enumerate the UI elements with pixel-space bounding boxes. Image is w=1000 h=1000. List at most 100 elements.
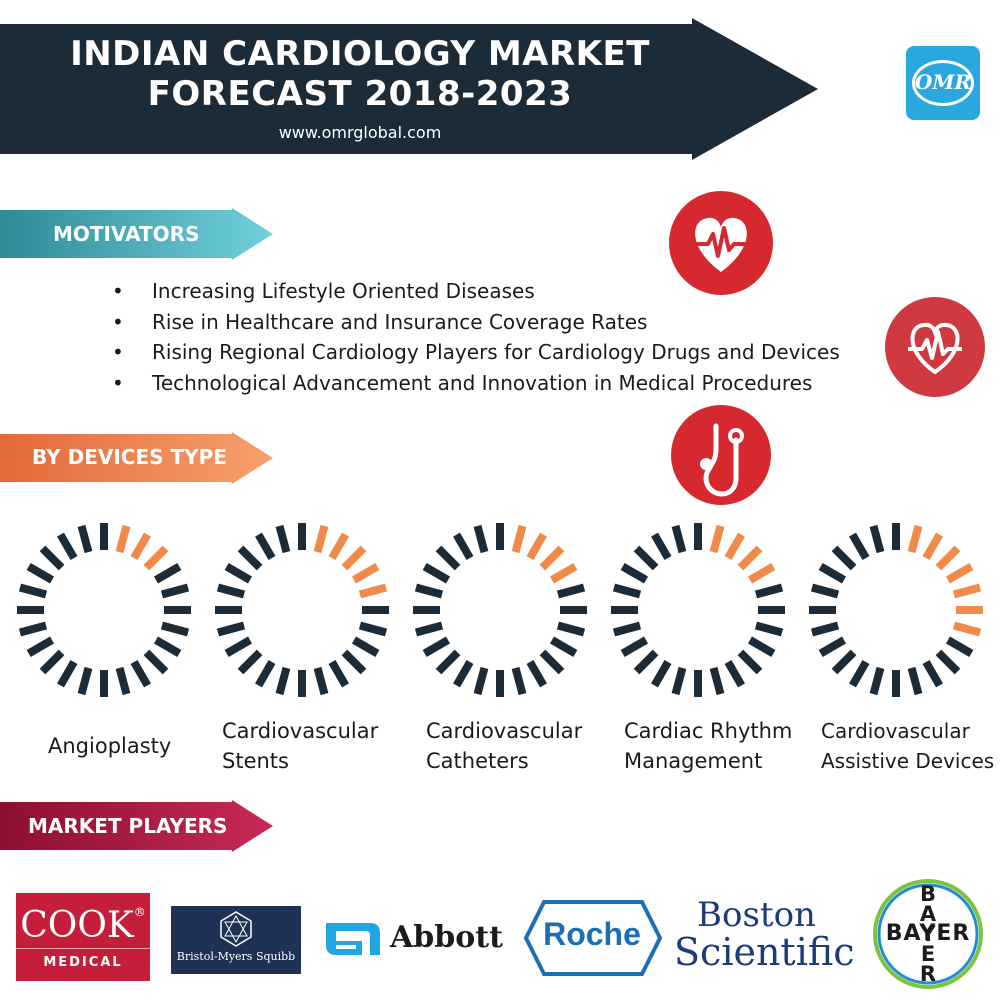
bayer-vertical-letters: BAYER xyxy=(919,882,937,986)
title-line-1: INDIAN CARDIOLOGY MARKET xyxy=(70,34,650,74)
ring-segment xyxy=(224,563,253,584)
ring-segment xyxy=(526,659,547,688)
ring-segment xyxy=(26,636,55,657)
ring-segment xyxy=(869,666,885,696)
abbott-icon xyxy=(322,917,384,965)
ring-segment xyxy=(818,636,847,657)
ring-segment xyxy=(275,524,291,554)
bayer-horizontal-text: BAYER xyxy=(885,921,971,946)
ring-segment xyxy=(453,532,474,561)
ring-segment xyxy=(255,659,276,688)
omr-logo-ring xyxy=(912,60,974,106)
boston-logo-line2: Scientific xyxy=(674,930,855,974)
list-item: • Rising Regional Cardiology Players for … xyxy=(112,337,840,368)
bayer-cross-logo xyxy=(872,878,984,994)
bullet: • xyxy=(112,340,124,364)
ring-segment xyxy=(709,666,725,696)
ring-segment xyxy=(422,563,451,584)
heart-outline-pulse-icon xyxy=(884,296,986,402)
device-label-line: Cardiovascular xyxy=(222,719,379,743)
ring-segment xyxy=(952,621,982,637)
device-label-line: Management xyxy=(624,749,763,773)
ring-segment xyxy=(351,563,380,584)
ring-segment xyxy=(39,545,65,571)
website-url[interactable]: www.omrglobal.com xyxy=(278,123,442,142)
ring-segment xyxy=(328,659,349,688)
ring-segment xyxy=(671,666,687,696)
ring-segment xyxy=(556,621,586,637)
ring-segment xyxy=(160,621,190,637)
ring-segment xyxy=(907,666,923,696)
ring-segment xyxy=(612,621,642,637)
ring-segment xyxy=(869,524,885,554)
ring-segment xyxy=(818,563,847,584)
ring-segment xyxy=(831,649,857,675)
cook-logo-sub: MEDICAL xyxy=(43,955,123,970)
list-item-text: Rising Regional Cardiology Players for C… xyxy=(152,340,840,364)
device-ring xyxy=(212,520,392,700)
ring-segment xyxy=(810,621,840,637)
ring-segment xyxy=(539,545,565,571)
ring-segment xyxy=(754,621,784,637)
ring-segment xyxy=(831,545,857,571)
ring-segment xyxy=(237,649,263,675)
ring-segment xyxy=(651,532,672,561)
bms-logo-text: Bristol-Myers Squibb xyxy=(176,950,296,963)
list-item-text: Rise in Healthcare and Insurance Coverag… xyxy=(152,309,648,334)
ring-segment xyxy=(237,545,263,571)
ring-segment xyxy=(435,649,461,675)
abbott-logo-text: Abbott xyxy=(390,920,503,955)
ring-segment xyxy=(77,666,93,696)
ring-segment xyxy=(526,532,547,561)
ring-segment xyxy=(473,666,489,696)
roche-logo-text: Roche xyxy=(543,916,641,952)
ring-segment xyxy=(77,524,93,554)
motivators-heading: MOTIVATORS xyxy=(53,222,200,246)
ring-segment xyxy=(143,545,169,571)
page-title: INDIAN CARDIOLOGY MARKET FORECAST 2018-2… xyxy=(0,34,720,114)
list-item: •Technological Advancement and Innovatio… xyxy=(112,368,840,399)
ring-segment xyxy=(57,659,78,688)
stethoscope-icon xyxy=(670,404,772,510)
ring-segment xyxy=(935,545,961,571)
device-ring xyxy=(608,520,788,700)
ring-segment xyxy=(810,583,840,599)
device-label-line: Catheters xyxy=(426,749,529,773)
ring-segment xyxy=(754,583,784,599)
ring-segment xyxy=(275,666,291,696)
ring-segment xyxy=(849,659,870,688)
ring-segment xyxy=(115,524,131,554)
devices-arrow xyxy=(0,432,275,488)
registered-mark: ® xyxy=(133,905,146,919)
ring-segment xyxy=(539,649,565,675)
ring-segment xyxy=(351,636,380,657)
ring-segment xyxy=(435,545,461,571)
ring-segment xyxy=(358,583,388,599)
ring-segment xyxy=(620,563,649,584)
ring-segment xyxy=(724,532,745,561)
device-label-angioplasty: Angioplasty xyxy=(48,731,171,761)
ring-segment xyxy=(328,532,349,561)
device-label-catheters: Cardiovascular Catheters xyxy=(426,716,582,776)
ring-segment xyxy=(737,545,763,571)
motivators-list: •Increasing Lifestyle Oriented Diseases … xyxy=(112,276,840,398)
ring-segment xyxy=(18,621,48,637)
device-label-line: Stents xyxy=(222,749,289,773)
device-ring xyxy=(410,520,590,700)
ring-segment xyxy=(737,649,763,675)
bms-star-icon xyxy=(217,910,255,952)
ring-segment xyxy=(39,649,65,675)
device-label-rhythm: Cardiac Rhythm Management xyxy=(624,716,792,776)
ring-segment xyxy=(216,621,246,637)
motivators-arrow xyxy=(0,208,275,264)
ring-segment xyxy=(358,621,388,637)
ring-segment xyxy=(130,659,151,688)
ring-segment xyxy=(922,659,943,688)
ring-segment xyxy=(612,583,642,599)
ring-segment xyxy=(952,583,982,599)
ring-segment xyxy=(57,532,78,561)
omr-logo-text: OMR xyxy=(914,70,972,94)
ring-segment xyxy=(907,524,923,554)
ring-segment xyxy=(556,583,586,599)
ring-segment xyxy=(422,636,451,657)
